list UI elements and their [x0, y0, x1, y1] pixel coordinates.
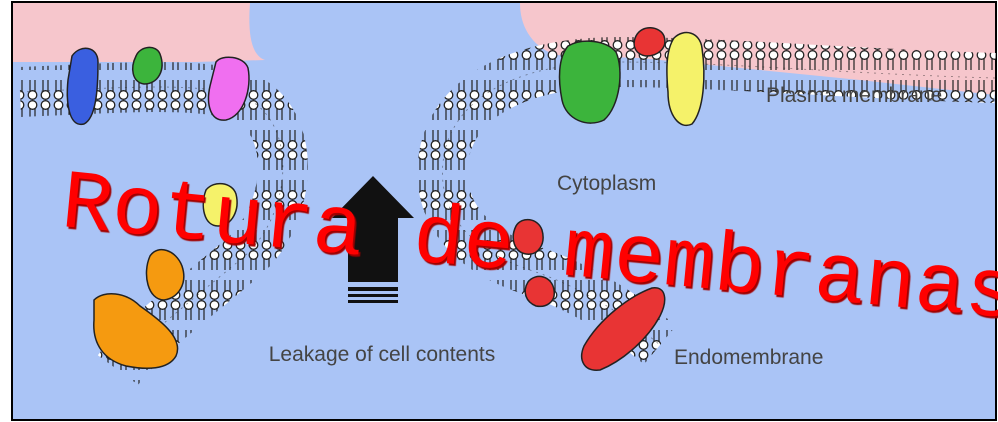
- protein-green-large: [560, 41, 620, 123]
- protein-yellow-right: [667, 33, 704, 126]
- leakage-label: Leakage of cell contents: [262, 343, 502, 367]
- endomembrane-label: Endomembrane: [674, 346, 823, 370]
- protein-green-small: [133, 47, 162, 84]
- protein-red-small: [634, 28, 665, 56]
- cytoplasm-label: Cytoplasm: [557, 172, 656, 196]
- plasma-membrane-label: Plasma membrane: [766, 84, 942, 108]
